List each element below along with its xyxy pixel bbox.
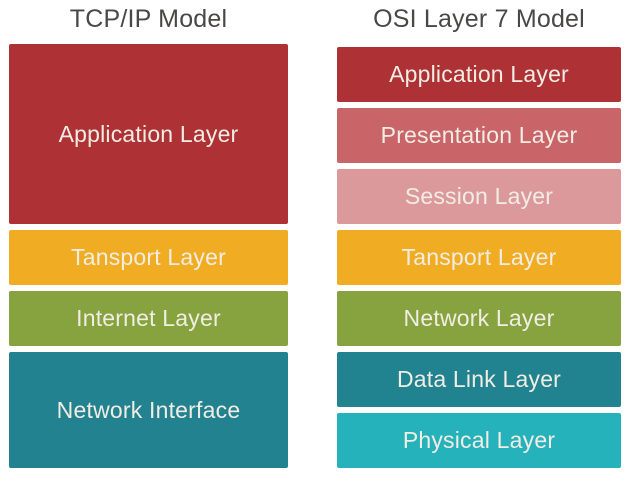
osi-application-layer-label: Application Layer	[389, 61, 569, 87]
osi-data-link-layer-label: Data Link Layer	[396, 366, 562, 392]
tcpip-network-interface-label: Network Interface	[56, 396, 241, 423]
osi-network-layer-block: Network Layer	[337, 291, 621, 346]
osi-session-layer-block: Session Layer	[337, 169, 621, 224]
osi-physical-layer-label: Physical Layer	[402, 427, 556, 453]
osi-network-layer-label: Network Layer	[403, 305, 555, 331]
osi-model-column: OSI Layer 7 Model Application Layer Pres…	[337, 0, 621, 468]
osi-transport-layer-label: Tansport Layer	[401, 244, 557, 270]
osi-physical-layer-block: Physical Layer	[337, 413, 621, 468]
osi-session-layer-label: Session Layer	[404, 183, 554, 209]
osi-data-link-layer-block: Data Link Layer	[337, 352, 621, 407]
osi-presentation-layer-label: Presentation Layer	[380, 122, 578, 148]
tcpip-application-layer-label: Application Layer	[58, 120, 239, 147]
osi-model-title: OSI Layer 7 Model	[373, 5, 585, 33]
tcpip-internet-layer-label: Internet Layer	[76, 305, 221, 331]
tcpip-transport-layer-label: Tansport Layer	[71, 244, 226, 270]
tcpip-model-column: TCP/IP Model Application Layer Tansport …	[9, 0, 288, 468]
osi-application-layer-block: Application Layer	[337, 47, 621, 102]
tcpip-transport-layer-block: Tansport Layer	[9, 230, 288, 285]
osi-transport-layer-block: Tansport Layer	[337, 230, 621, 285]
tcpip-model-title: TCP/IP Model	[69, 5, 228, 33]
tcpip-network-interface-block: Network Interface	[9, 352, 288, 468]
tcpip-application-layer-block: Application Layer	[9, 44, 288, 224]
tcpip-internet-layer-block: Internet Layer	[9, 291, 288, 346]
osi-presentation-layer-block: Presentation Layer	[337, 108, 621, 163]
